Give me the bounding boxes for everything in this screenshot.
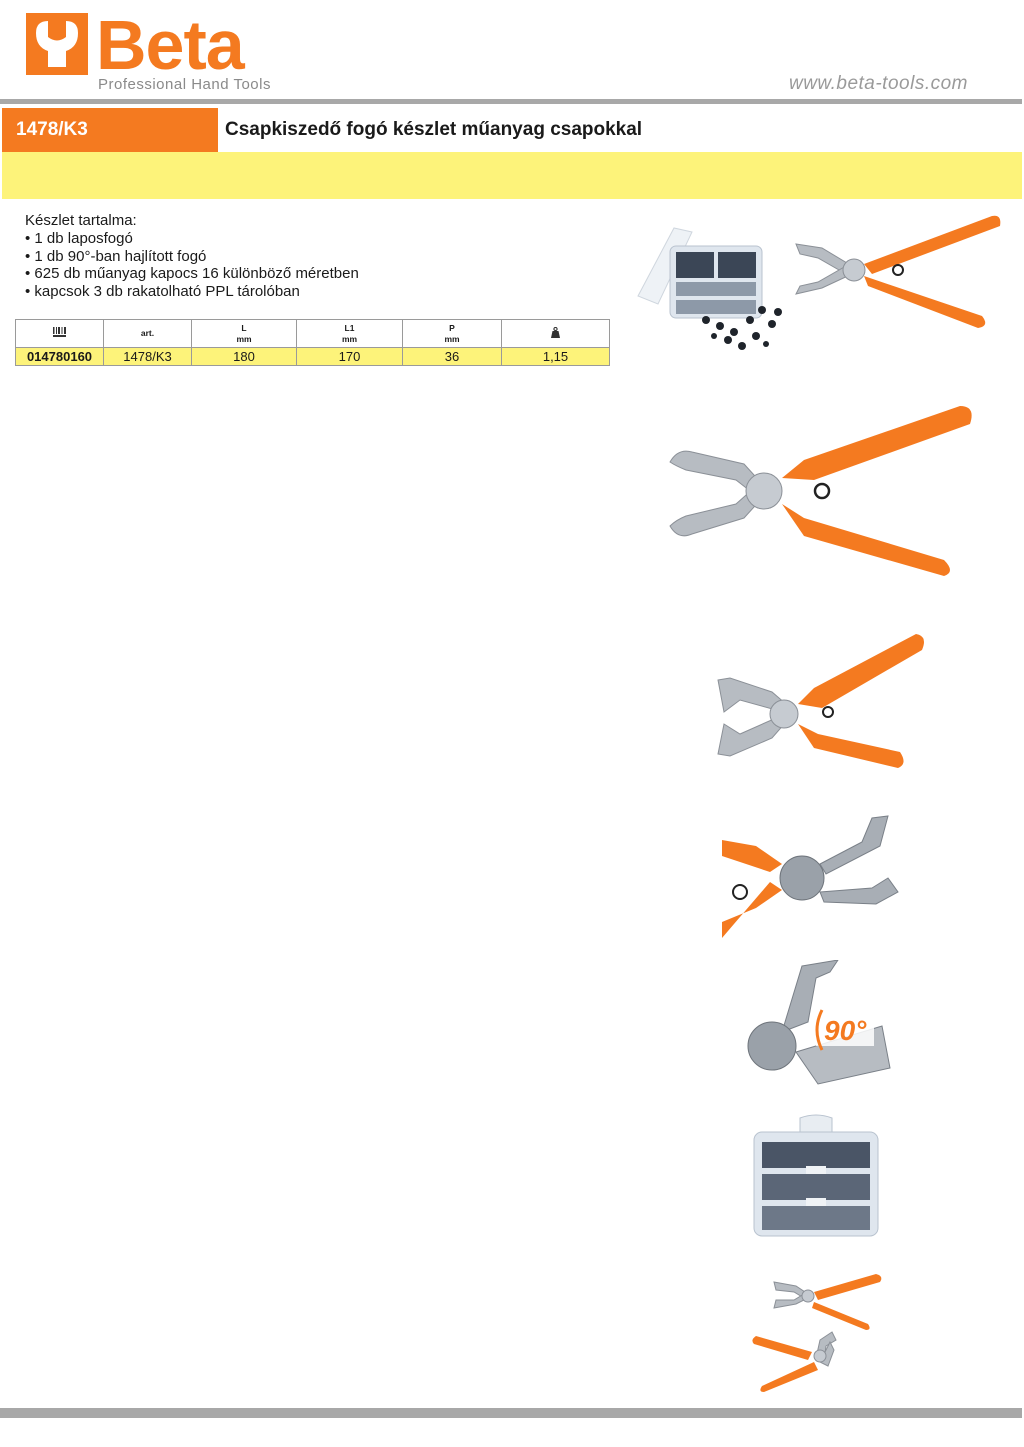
storage-box-icon xyxy=(637,227,782,350)
cell-article: 1478/K3 xyxy=(103,347,192,366)
stackable-storage-box-image xyxy=(753,1114,879,1237)
kit-contents-item: • 1 db 90°-ban hajlított fogó xyxy=(25,247,207,265)
header-cell: art. xyxy=(103,319,192,348)
cell-length: 180 xyxy=(191,347,297,366)
brand-name: Beta xyxy=(96,6,245,84)
beta-logo-icon xyxy=(26,13,88,75)
table-row: 014780160 1478/K3 180 170 36 1,15 xyxy=(15,347,610,366)
barcode-icon xyxy=(52,327,66,337)
cell-p: 36 xyxy=(402,347,502,366)
product-title: Csapkiszedő fogó készlet műanyag csapokk… xyxy=(225,119,643,140)
website-link[interactable]: www.beta-tools.com xyxy=(788,73,968,94)
header-top: L xyxy=(241,322,247,333)
weight-icon xyxy=(551,326,560,338)
product-code-box xyxy=(2,108,218,152)
kit-contents-item: • 625 db műanyag kapocs 16 különböző mér… xyxy=(25,265,359,283)
pliers-icon xyxy=(773,1274,882,1330)
kit-contents-item: • 1 db laposfogó xyxy=(25,229,133,247)
pliers-icon xyxy=(752,1331,837,1392)
spec-table: art. L mm L1 mm P mm 014780160 1478/K3 1… xyxy=(15,319,610,366)
product-code: 1478/K3 xyxy=(16,119,88,140)
header-cell: P mm xyxy=(402,319,502,348)
kit-with-storage-box-image xyxy=(637,215,1001,350)
brand-tagline: Professional Hand Tools xyxy=(98,76,271,93)
kit-contents: Készlet tartalma: • 1 db laposfogó • 1 d… xyxy=(25,212,359,301)
cell-length-l1: 170 xyxy=(296,347,403,366)
spec-table-header: art. L mm L1 mm P mm xyxy=(15,319,610,348)
pliers-large-image xyxy=(669,406,972,576)
title-highlight-band xyxy=(2,152,1022,199)
pliers-icon xyxy=(795,215,1001,328)
header-cell xyxy=(501,319,610,348)
cell-weight: 1,15 xyxy=(501,347,610,366)
pliers-angled-view-image xyxy=(717,634,924,768)
header-bottom: art. xyxy=(140,328,155,338)
header-bottom: mm xyxy=(236,333,252,344)
angle-label: 90° xyxy=(824,1015,867,1046)
header-divider xyxy=(0,99,1022,104)
header-cell xyxy=(15,319,104,348)
kit-contents-heading: Készlet tartalma: xyxy=(25,212,137,229)
header-bottom: mm xyxy=(444,333,460,344)
header-cell: L1 mm xyxy=(296,319,403,348)
cell-order-code: 014780160 xyxy=(15,347,104,366)
footer-divider xyxy=(0,1408,1022,1418)
kit-contents-item: • kapcsok 3 db rakatolható PPL tárolóban xyxy=(25,283,300,301)
pliers-head-closeup-image xyxy=(722,815,899,938)
two-pliers-image xyxy=(752,1274,882,1392)
header-cell: L mm xyxy=(191,319,297,348)
header-bottom: mm xyxy=(341,333,358,344)
bent-jaw-90-degree-image: 90° xyxy=(747,960,891,1085)
header-top: L1 xyxy=(344,322,355,333)
header-top: P xyxy=(449,322,455,333)
